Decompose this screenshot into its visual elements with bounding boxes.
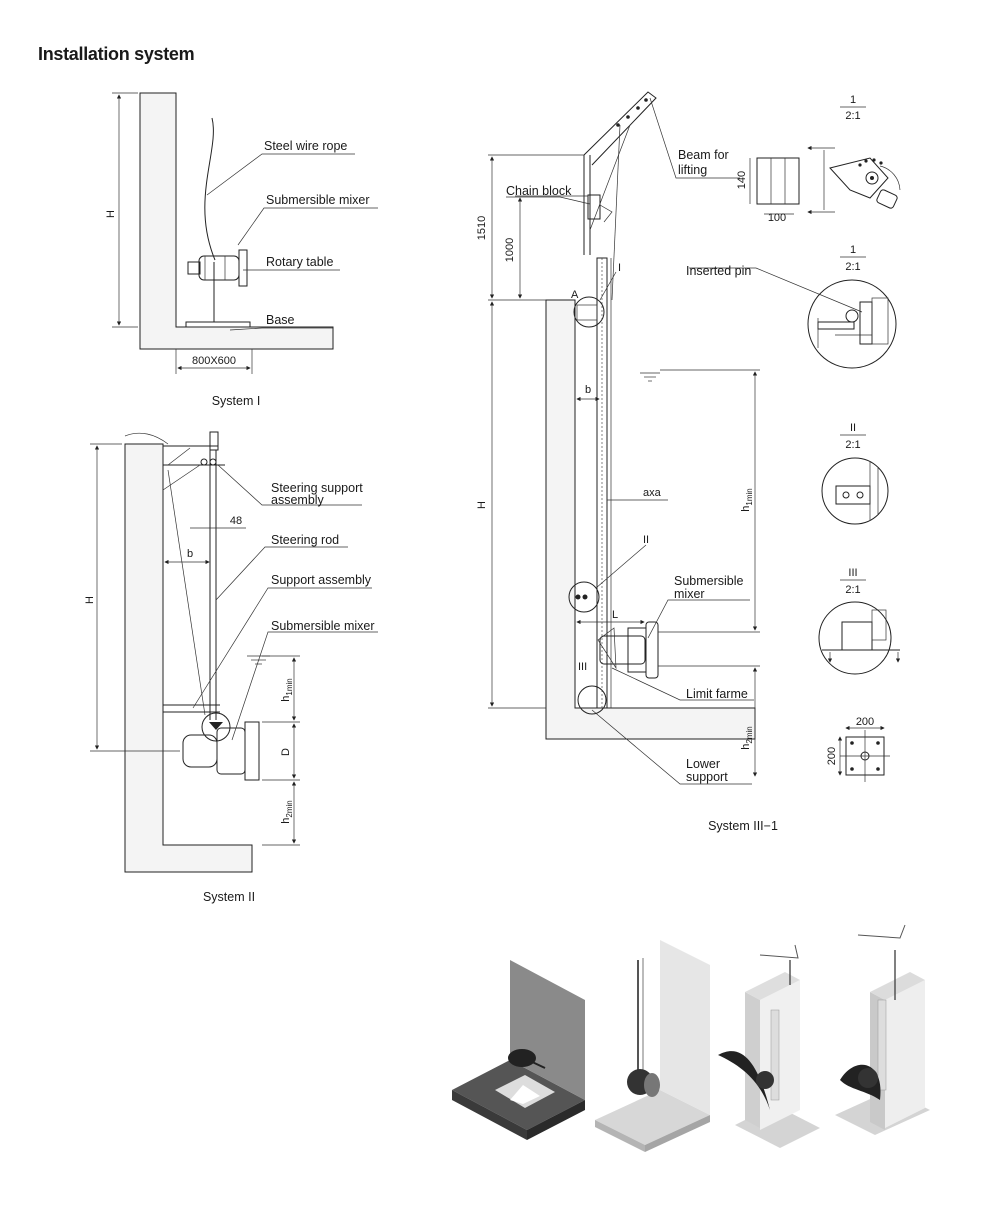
system-2-drawing: H b 48 h1min D h2min Steering support as…: [84, 431, 378, 904]
detail-marker-i: [573, 296, 605, 328]
render-1: [452, 960, 585, 1140]
submersible-mixer-symbol: [182, 712, 260, 781]
detail-5-dim-b: 200: [826, 747, 838, 765]
svg-text:h1min: h1min: [740, 488, 754, 511]
detail-4-mark: III: [848, 567, 857, 579]
svg-text:h2min: h2min: [280, 800, 294, 823]
dim-base-size: 800X600: [192, 355, 236, 367]
dim-h2-sub: 2min: [745, 726, 754, 743]
label-steering-support-2: assembly: [271, 493, 325, 507]
detail-views: 1 2:1 140 100 1 2:1 II 2:: [736, 94, 901, 782]
detail-3-scale: 2:1: [845, 439, 860, 451]
system-3-drawing: 1510 1000 H A I II III b axa L h1min h2m…: [476, 91, 863, 833]
mark-ii: II: [643, 534, 649, 546]
concrete-wall: [139, 92, 334, 350]
caption-system-2: System II: [203, 890, 255, 904]
label-base: Base: [266, 313, 295, 327]
detail-5-dim-a: 200: [856, 716, 874, 728]
detail-1-dim-b: 100: [768, 212, 786, 224]
label-steering-support-1: Steering support: [271, 481, 363, 495]
concrete-wall: [124, 443, 253, 873]
mark-iii: III: [578, 661, 587, 673]
detail-1-dim-a: 140: [736, 171, 748, 189]
label-lower-1: Lower: [686, 757, 720, 771]
dim-b: b: [187, 548, 193, 560]
submersible-mixer-symbol: [187, 249, 248, 287]
caption-system-1: System I: [212, 394, 261, 408]
dim-h2: h: [280, 818, 292, 824]
detail-marker-iii: [577, 685, 607, 715]
svg-text:h1min: h1min: [280, 678, 294, 701]
dim-h1-sub: 1min: [285, 678, 294, 695]
chain-block-symbol: [587, 194, 601, 220]
label-steel-wire-rope: Steel wire rope: [264, 139, 347, 153]
lifting-beam: [583, 91, 657, 166]
detail-4-scale: 2:1: [845, 584, 860, 596]
system-1-drawing: H 800X600 Steel wire rope Submersible mi…: [105, 92, 378, 408]
label-limit-frame: Limit farme: [686, 687, 748, 701]
label-rotary-table: Rotary table: [266, 255, 333, 269]
dim-h2-sub: 2min: [285, 800, 294, 817]
detail-1-mark: 1: [850, 94, 856, 106]
label-submersible-mixer: Submersible mixer: [266, 193, 370, 207]
detail-1-scale: 2:1: [845, 110, 860, 122]
label-mixer-1: Submersible: [674, 574, 744, 588]
concrete-wall: [545, 299, 756, 740]
dim-axa: axa: [643, 487, 662, 499]
label-support-assembly: Support assembly: [271, 573, 372, 587]
svg-text:h2min: h2min: [740, 726, 754, 749]
dim-h: H: [476, 501, 488, 509]
label-beam-2: lifting: [678, 163, 707, 177]
detail-2-scale: 2:1: [845, 261, 860, 273]
mark-a: A: [571, 289, 579, 301]
dim-d: D: [280, 748, 292, 756]
detail-2-mark: 1: [850, 244, 856, 256]
dim-l: L: [612, 609, 618, 621]
dim-48: 48: [230, 515, 242, 527]
dim-h2: h: [740, 744, 752, 750]
dim-1510: 1510: [476, 216, 488, 240]
label-submersible-mixer: Submersible mixer: [271, 619, 375, 633]
section-heading: Installation system: [38, 44, 195, 64]
dim-h1-sub: 1min: [745, 488, 754, 505]
label-lower-2: support: [686, 770, 728, 784]
steel-wire-rope: [204, 117, 216, 261]
mark-i: I: [618, 262, 621, 274]
caption-system-3: System III−1: [708, 819, 778, 833]
render-2: [595, 940, 710, 1152]
dim-h: H: [105, 210, 117, 218]
label-beam-1: Beam for: [678, 148, 729, 162]
base-plate: [185, 321, 251, 328]
dim-1000: 1000: [504, 238, 516, 262]
label-chain-block: Chain block: [506, 184, 572, 198]
dim-h1: h: [280, 696, 292, 702]
label-inserted-pin: Inserted pin: [686, 264, 751, 278]
submersible-mixer-symbol: [597, 621, 659, 679]
detail-marker-ii: [568, 581, 600, 613]
render-4: [835, 924, 930, 1135]
dim-h: H: [84, 596, 96, 604]
label-mixer-2: mixer: [674, 587, 705, 601]
dim-b: b: [585, 384, 591, 396]
dim-h1: h: [740, 506, 752, 512]
label-steering-rod: Steering rod: [271, 533, 339, 547]
render-3: [718, 944, 820, 1148]
detail-3-mark: II: [850, 422, 856, 434]
